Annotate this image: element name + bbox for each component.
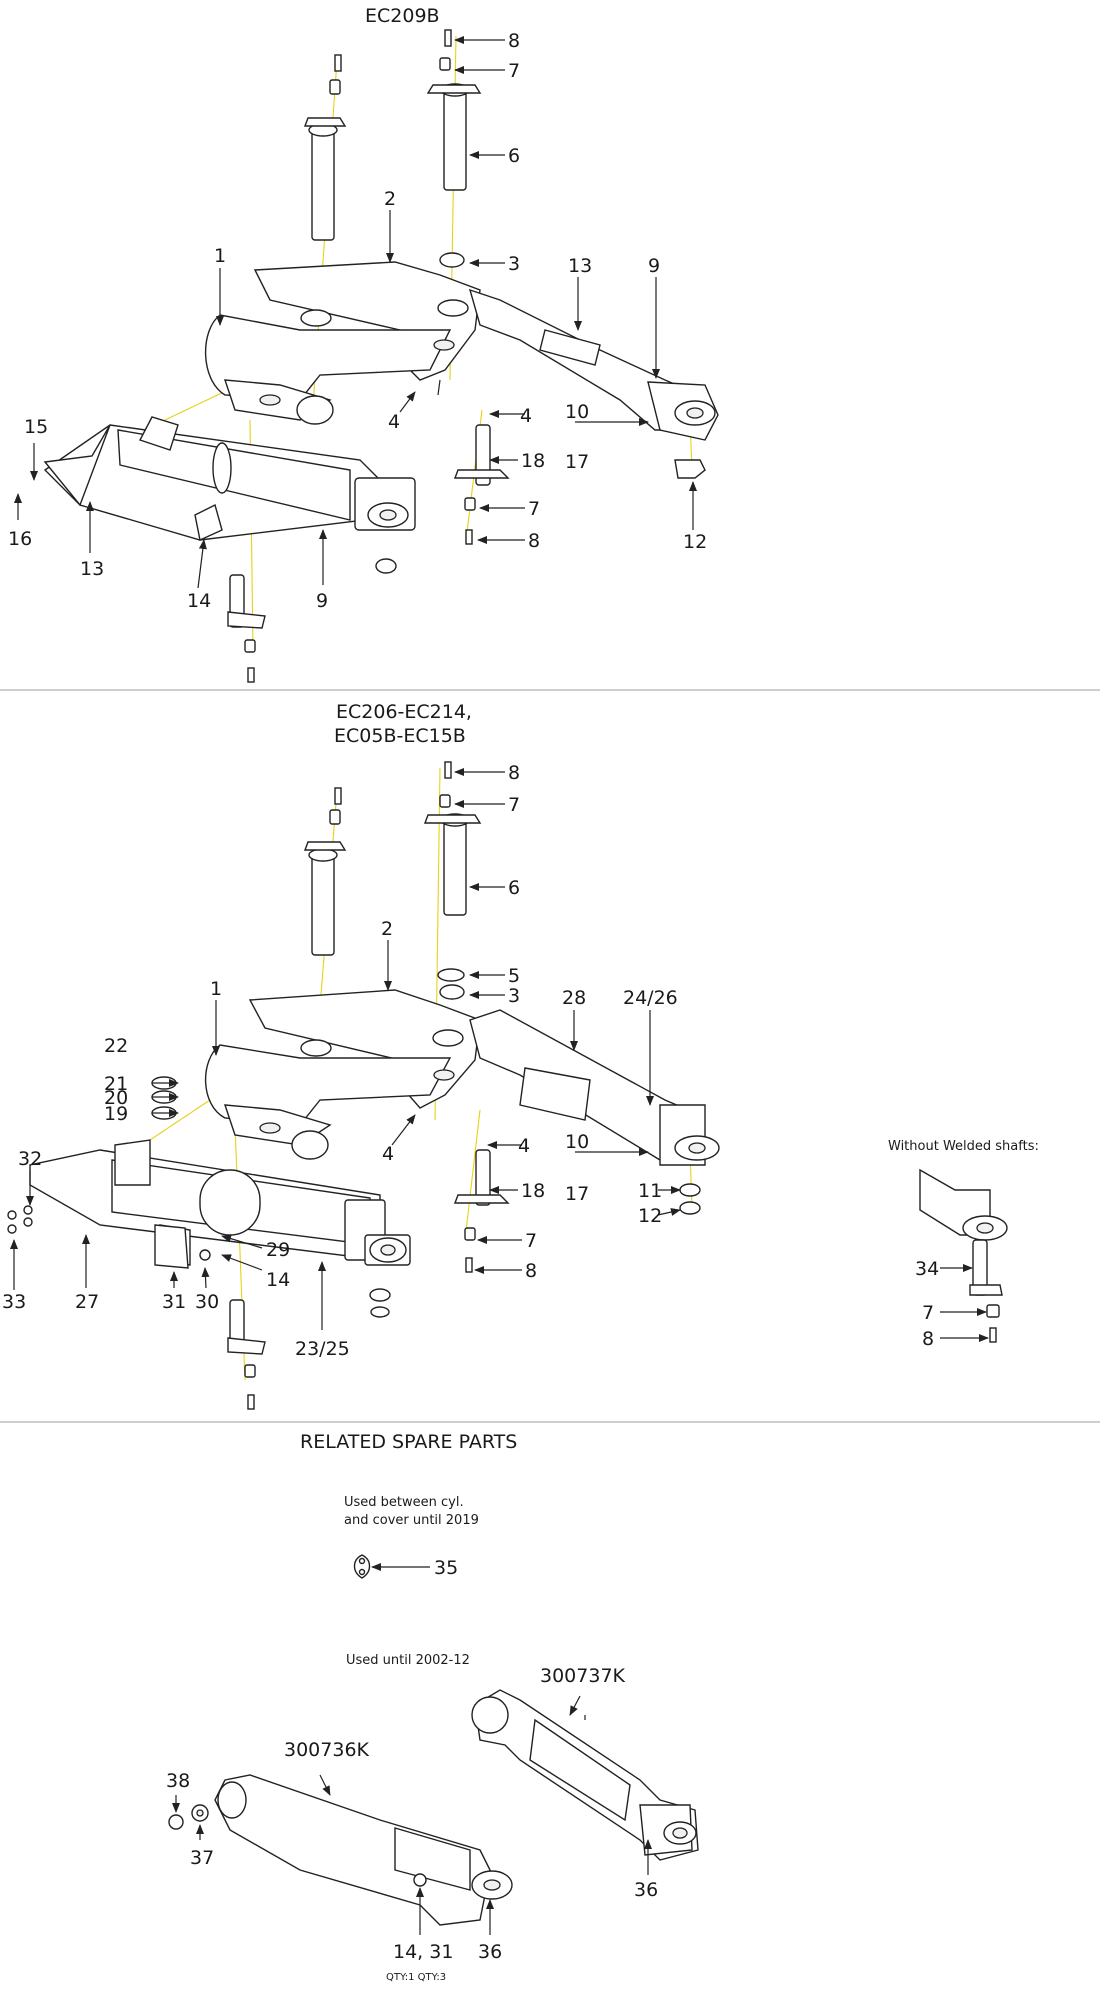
middle-title-line1: EC206-EC214, [336, 701, 472, 723]
cylinder-300736k [168, 1774, 513, 1935]
callout: 14 [266, 1269, 290, 1291]
callout: 23/25 [295, 1338, 350, 1360]
qty-note: QTY:1 QTY:3 [386, 1972, 446, 1983]
middle-callouts: 8 7 6 2 5 3 1 28 24/26 22 21 20 19 4 4 1… [2, 762, 939, 1360]
callout: 22 [104, 1035, 128, 1057]
callout: 37 [190, 1847, 214, 1869]
top-title: EC209B [365, 5, 440, 27]
callout: 17 [565, 451, 589, 473]
callout: 4 [518, 1135, 530, 1157]
callout: 8 [508, 762, 520, 784]
callout: 33 [2, 1291, 26, 1313]
inset-without-welded-shafts: Without Welded shafts: [888, 1139, 1039, 1343]
callout: 3 [508, 253, 520, 275]
cylinder-300737k [471, 1689, 699, 1875]
callout: 36 [634, 1879, 658, 1901]
callout: 6 [508, 877, 520, 899]
callout: 4 [388, 411, 400, 433]
callout: 28 [562, 987, 586, 1009]
callout: 36 [478, 1941, 502, 1963]
callout: 9 [316, 590, 328, 612]
callout: 3 [508, 985, 520, 1007]
yoke-arm-middle [204, 989, 481, 1160]
callout: 14, 31 [393, 1941, 453, 1963]
callout: 38 [166, 1770, 190, 1792]
middle-title-line2: EC05B-EC15B [334, 725, 466, 747]
callout: 13 [80, 558, 104, 580]
callout: 1 [210, 978, 222, 1000]
callout: 18 [521, 1180, 545, 1202]
section-ec209b: EC209B [8, 5, 719, 683]
callout: 21 [104, 1073, 128, 1095]
callout: 31 [162, 1291, 186, 1313]
callout: 300737K [540, 1665, 626, 1687]
note-cover-line1: Used between cyl. [344, 1495, 464, 1510]
callout: 30 [195, 1291, 219, 1313]
callout: 17 [565, 1183, 589, 1205]
callout: 27 [75, 1291, 99, 1313]
callout: 9 [648, 255, 660, 277]
section-related-spare-parts: RELATED SPARE PARTS Used between cyl. an… [166, 1431, 699, 1983]
callout: 12 [638, 1205, 662, 1227]
callout: 8 [922, 1328, 934, 1350]
callout: 7 [508, 794, 520, 816]
callout: 8 [525, 1260, 537, 1282]
callout: 19 [104, 1103, 128, 1125]
note-used-until-2002: Used until 2002-12 [346, 1653, 470, 1668]
callout: 2 [384, 188, 396, 210]
callout: 14 [187, 590, 211, 612]
yoke-arm-top [204, 261, 481, 425]
callout: 34 [915, 1258, 939, 1280]
cylinder-assembly-middle-right [469, 1009, 720, 1215]
callout: 6 [508, 145, 520, 167]
middle-leaders [10, 768, 989, 1342]
inset-caption: Without Welded shafts: [888, 1139, 1039, 1154]
callout: 12 [683, 531, 707, 553]
callout: 10 [565, 401, 589, 423]
king-pins-top [227, 29, 510, 683]
callout: 13 [568, 255, 592, 277]
callout: 35 [434, 1557, 458, 1579]
cylinder-assembly-right [468, 288, 719, 479]
callout: 16 [8, 528, 32, 550]
top-leaders [14, 36, 697, 589]
callout: 4 [382, 1143, 394, 1165]
clip-part-35: 35 [353, 1554, 458, 1579]
callout: 24/26 [623, 987, 678, 1009]
callout: 18 [521, 450, 545, 472]
callout: 1 [214, 245, 226, 267]
callout: 7 [528, 498, 540, 520]
callout: 5 [508, 965, 520, 987]
callout: 10 [565, 1131, 589, 1153]
top-callouts: 8 7 6 2 3 1 13 9 4 4 10 18 17 15 7 8 12 … [8, 30, 707, 612]
callout: 20 [104, 1087, 128, 1109]
callout: 7 [922, 1302, 934, 1324]
callout: 2 [381, 918, 393, 940]
callout: 32 [18, 1148, 42, 1170]
callout: 8 [508, 30, 520, 52]
callout: 29 [266, 1239, 290, 1261]
callout: 7 [508, 60, 520, 82]
section-ec206-ec214: EC206-EC214, EC05B-EC15B [2, 701, 1039, 1410]
cylinder-assembly-left [43, 416, 416, 574]
callout: 15 [24, 416, 48, 438]
callout: 11 [638, 1180, 662, 1202]
cylinder-assembly-middle-left [7, 1139, 411, 1318]
callout: 4 [520, 405, 532, 427]
callout: 7 [525, 1230, 537, 1252]
spare-parts-title: RELATED SPARE PARTS [300, 1431, 517, 1453]
note-cover-line2: and cover until 2019 [344, 1513, 479, 1528]
callout: 300736K [284, 1739, 370, 1761]
callout: 8 [528, 530, 540, 552]
